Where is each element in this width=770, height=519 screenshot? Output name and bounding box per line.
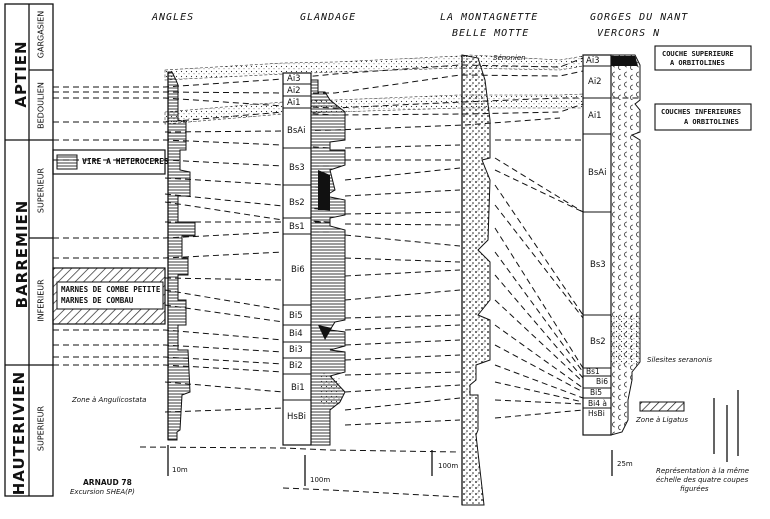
nant-unit-bs3: Bs3	[590, 260, 606, 270]
glandage-unit-bs2: Bs2	[289, 198, 305, 208]
scale-bars	[167, 390, 739, 486]
glandage-unit-ai1: Ai1	[287, 98, 301, 108]
marnes-combe-petite-label: MARNES DE COMBE PETITE	[61, 285, 161, 294]
nant-unit-bs1: Bs1	[586, 367, 600, 376]
orbitolines-info-boxes	[654, 45, 752, 131]
nant-column	[582, 54, 641, 436]
stage-table	[4, 3, 54, 497]
nant-unit-bi5: Bi5	[590, 388, 603, 397]
scale-angles: 10m	[172, 466, 188, 474]
glandage-unit-bi6: Bi6	[291, 265, 305, 275]
note-zone-angulicostata: Zone à Angulicostata	[72, 396, 147, 404]
note-silesites: Silesites seranonis	[647, 356, 713, 364]
vire-heteroceres-marker	[52, 149, 166, 175]
scale-nant: 25m	[617, 460, 633, 468]
glandage-unit-bi2: Bi2	[289, 361, 303, 371]
couche-sup-label-1: COUCHE SUPERIEURE	[662, 50, 734, 58]
substage-bedoulien: BEDOULIEN	[36, 82, 46, 129]
header-glandage: GLANDAGE	[300, 12, 357, 23]
orbitoline-bands	[164, 54, 584, 125]
nant-unit-bsai: BsAi	[588, 168, 607, 178]
stage-label-aptien: APTIEN	[12, 40, 30, 108]
scale-montagnette: 100m	[438, 462, 459, 470]
montagnette-column	[461, 54, 491, 506]
nant-unit-dividers	[583, 65, 611, 409]
stage-label-hauterivien: HAUTERIVIEN	[10, 370, 28, 496]
glandage-unit-ai3: Ai3	[287, 74, 301, 84]
glandage-unit-bi1: Bi1	[291, 383, 305, 393]
stage-label-barremien: BARREMIEN	[13, 199, 31, 309]
glandage-unit-bi4: Bi4	[289, 329, 303, 339]
glandage-unit-hsbi: HsBi	[287, 412, 307, 422]
glandage-unit-ai2: Ai2	[287, 86, 301, 96]
header-angles: ANGLES	[152, 12, 195, 23]
glandage-column	[282, 72, 346, 446]
scale-note-3: figurées	[680, 485, 709, 493]
author-label: ARNAUD 78	[83, 478, 132, 487]
header-vercors-n: VERCORS N	[597, 28, 661, 39]
glandage-unit-dividers	[283, 83, 311, 401]
substage-barremien-superieur: SUPERIEUR	[36, 167, 46, 214]
glandage-unit-bi5: Bi5	[289, 311, 303, 321]
header-gorges-du-nant: GORGES DU NANT	[590, 12, 689, 23]
scale-note-2: échelle des quatre coupes	[656, 476, 749, 484]
note-zone-ligatus: Zone à Ligatus	[636, 416, 688, 424]
glandage-unit-bi3: Bi3	[289, 345, 303, 355]
header-montagnette: LA MONTAGNETTE	[440, 12, 539, 23]
nant-unit-bi6: Bi6	[596, 377, 609, 386]
marnes-combau-marker	[52, 267, 166, 325]
substage-hauterivien-superieur: SUPERIEUR	[36, 405, 46, 452]
couche-sup-label-2: A ORBITOLINES	[670, 59, 725, 67]
marnes-combau-label: MARNES DE COMBAU	[61, 296, 134, 305]
excursion-label: Excursion SHEA(P)	[70, 488, 135, 496]
nant-unit-bs2: Bs2	[590, 337, 606, 347]
glandage-unit-bs3: Bs3	[289, 163, 305, 173]
scale-glandage: 100m	[310, 476, 331, 484]
angles-column	[167, 71, 196, 441]
note-senonien: Sénonien	[493, 54, 526, 62]
vire-heteroceres-label: VIRE A HETEROCERES	[82, 157, 169, 166]
header-belle-motte: BELLE MOTTE	[452, 28, 530, 39]
nant-unit-bi4a: Bi4 à	[588, 399, 607, 408]
nant-unit-hsbi: HsBi	[588, 409, 605, 418]
nant-unit-ai2: Ai2	[588, 77, 602, 87]
scale-note-1: Représentation à la même	[656, 467, 750, 475]
substage-gargasien: GARGASIEN	[36, 10, 46, 59]
nant-unit-ai1: Ai1	[588, 111, 602, 121]
couche-inf-label-1: COUCHES INFERIEURES	[661, 108, 742, 116]
right-hatched-bar	[639, 401, 685, 412]
nant-unit-ai3: Ai3	[586, 56, 600, 66]
couche-inf-label-2: A ORBITOLINES	[684, 118, 739, 126]
glandage-unit-bs1: Bs1	[289, 222, 305, 232]
substage-barremien-inferieur: INFERIEUR	[36, 279, 46, 322]
glandage-unit-bsai: BsAi	[287, 126, 306, 136]
